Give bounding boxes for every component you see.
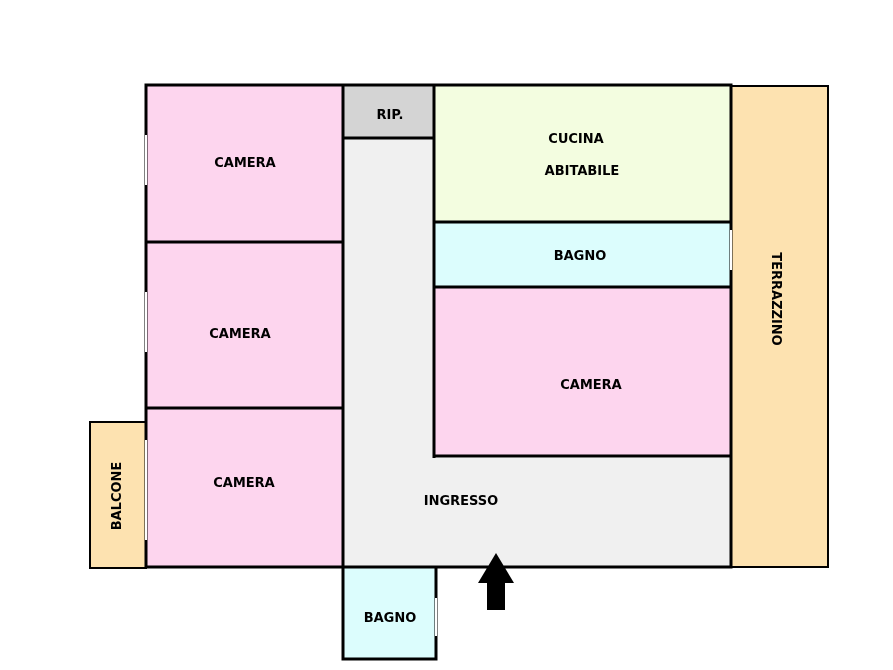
bagno-top-area (435, 223, 730, 287)
camera-top-left-area (146, 86, 343, 242)
bagno-top-label: BAGNO (554, 249, 607, 264)
cucina-area (435, 86, 730, 222)
cucina-label-line1: CUCINA (548, 132, 603, 147)
camera-right-area (435, 288, 730, 456)
terrazzino-label: TERRAZZINO (768, 252, 783, 345)
camera-mid-left-label: CAMERA (209, 327, 271, 342)
camera-right-label: CAMERA (560, 378, 622, 393)
ripostiglio-area (344, 86, 434, 137)
ripostiglio-label: RIP. (377, 108, 404, 123)
balcone-label: BALCONE (110, 462, 125, 531)
ingresso-label: INGRESSO (424, 494, 498, 509)
camera-mid-left-area (146, 243, 343, 408)
bagno-bottom-label: BAGNO (364, 611, 417, 626)
camera-top-left-label: CAMERA (214, 156, 276, 171)
cucina-label-line2: ABITABILE (545, 164, 620, 179)
bagno-bottom-area (342, 567, 436, 659)
camera-bottom-left-label: CAMERA (213, 476, 275, 491)
terrazzino-area (730, 85, 829, 568)
ingresso-area (344, 138, 730, 566)
balcone-area (89, 421, 147, 569)
windows (145, 135, 732, 636)
arrow-up-icon (478, 553, 514, 610)
camera-bottom-left-area (146, 409, 343, 566)
walls (144, 83, 733, 661)
